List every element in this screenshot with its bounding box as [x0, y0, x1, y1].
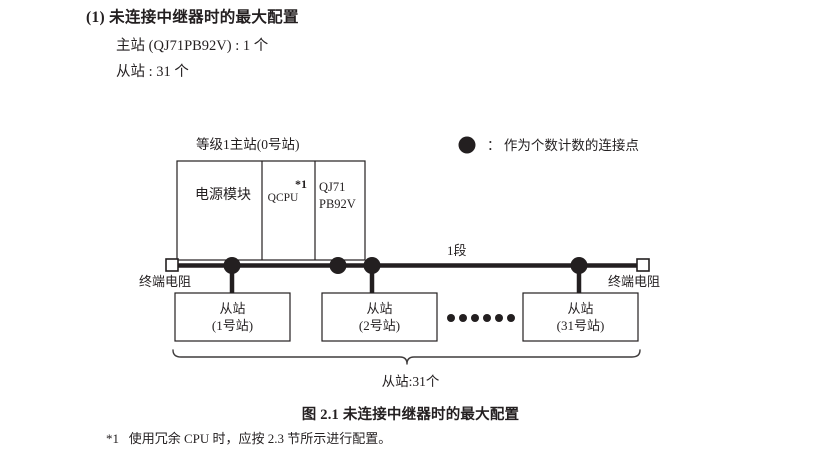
segment-label: 1段: [447, 243, 467, 258]
terminator-left-icon: [165, 258, 179, 272]
footnote-marker: *1: [106, 431, 119, 446]
qcpu-footnote-marker: *1: [295, 177, 307, 191]
slave-station-label-1: 从站 (1号站): [175, 300, 290, 334]
slave-station-label-31: 从站 (31号站): [523, 300, 638, 334]
slave-station-number-2: (2号站): [358, 318, 401, 333]
network-module-label-line1: QJ71: [319, 180, 346, 194]
master-station-caption: 等级1主站(0号站): [196, 137, 300, 152]
connection-node-icon-31: [570, 257, 588, 274]
slave-station-label-2: 从站 (2号站): [322, 300, 437, 334]
terminator-right-icon: [636, 258, 650, 272]
terminator-left-label: 终端电阻: [139, 274, 192, 289]
connection-node-icon-1: [223, 257, 241, 274]
slave-station-box-1: [174, 292, 291, 342]
figure-footnote: *1 使用冗余 CPU 时，应按 2.3 节所示进行配置。: [106, 428, 391, 447]
power-module-label: 电源模块: [195, 188, 251, 203]
slave-station-box-2: [321, 292, 438, 342]
connection-node-icon-master: [329, 257, 347, 274]
legend-text: ： 作为个数计数的连接点: [487, 138, 639, 153]
slave-station-number-1: (1号站): [211, 318, 254, 333]
slave-group-brace: [172, 349, 641, 365]
slave-station-name-31: 从站: [567, 301, 594, 316]
section-heading: (1) 未连接中继器时的最大配置: [86, 9, 299, 26]
slave-station-box-31: [522, 292, 639, 342]
figure-caption: 图 2.1 未连接中继器时的最大配置: [301, 407, 520, 423]
spec-line-master-count: 主站 (QJ71PB92V) : 1 个: [116, 38, 269, 54]
slave-station-name-1: 从站: [219, 301, 246, 316]
spec-line-slave-count: 从站 : 31 个: [116, 64, 189, 80]
connection-node-icon-2: [363, 257, 381, 274]
legend-marker-icon: [458, 136, 476, 154]
ellipsis-dots-icon: [447, 314, 515, 322]
master-rack-box: [176, 160, 366, 261]
slave-group-brace-label: 从站:31个: [381, 374, 440, 389]
terminator-right-label: 终端电阻: [608, 274, 661, 289]
network-module-label-line2: PB92V: [319, 197, 356, 211]
slave-station-number-31: (31号站): [556, 318, 605, 333]
slave-station-name-2: 从站: [366, 301, 393, 316]
qcpu-module-label: QCPU: [267, 192, 299, 204]
footnote-text: 使用冗余 CPU 时，应按 2.3 节所示进行配置。: [128, 431, 392, 446]
